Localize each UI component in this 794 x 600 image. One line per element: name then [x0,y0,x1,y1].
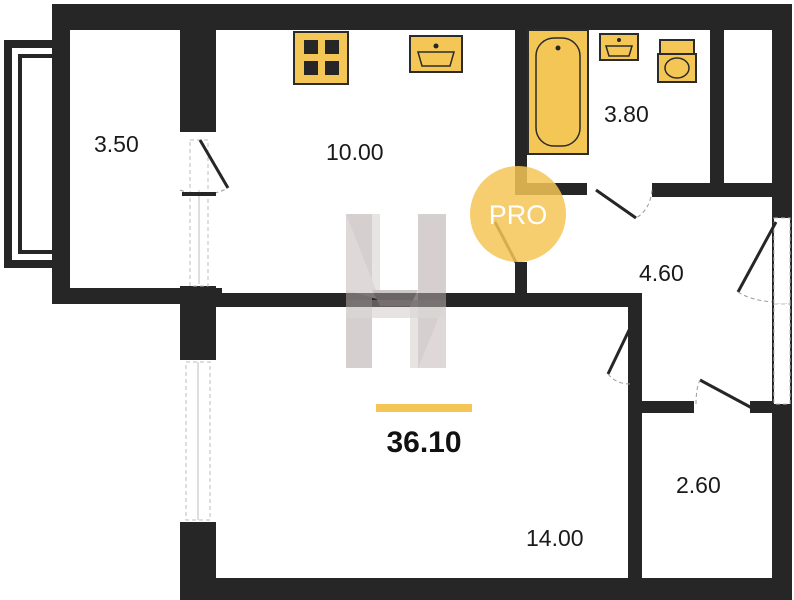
wall-bath-shaft [710,4,724,194]
pro-badge: PRO [470,166,566,262]
door-balcony-sill [182,192,216,196]
windows [185,139,791,521]
door-closet-arc [695,379,701,405]
wall-balcony-bottom [52,288,222,304]
wall-closet-top-left [628,401,694,413]
door-closet-leaf [699,378,753,410]
door-entrance-leaf [736,221,778,293]
total-area-value: 36.10 [386,426,461,459]
pro-badge-text: PRO [489,200,548,230]
wall-top [52,4,792,30]
kitchen-sink-icon [409,35,463,73]
wall-bath-bottom-right [652,183,772,197]
wall-bottom [180,578,792,600]
wall-living-left-upper [180,286,216,360]
room-label-closet: 2.60 [676,472,721,498]
h-logo-watermark [346,214,446,368]
door-entrance-arc [737,291,773,303]
room-label-bathroom: 3.80 [604,101,649,127]
window-right-lower [773,303,791,405]
door-balcony-leaf [198,139,230,189]
balcony-railing [4,40,52,268]
toilet-icon [657,39,697,83]
bathtub-icon [527,29,589,155]
door-balcony-arc [179,187,229,195]
room-label-living-room: 14.00 [526,525,584,551]
window-right-hall [773,217,791,305]
walls [52,4,792,600]
wall-kitchen-bath [515,4,527,186]
washbasin-icon [599,33,639,61]
room-label-balcony: 3.50 [94,131,139,157]
door-bath-leaf [595,188,637,220]
balcony-rail-glass-inner [22,58,52,250]
door-living-arc [607,373,631,385]
total-area: 36.10 [376,404,472,459]
room-label-hallway: 4.60 [639,260,684,286]
wall-balcony-left [52,4,70,304]
wall-kitchen-hall-stub [515,262,527,296]
room-labels: 3.50 10.00 3.80 4.60 14.00 2.60 [94,101,721,551]
wall-closet-top-right [750,401,774,413]
door-bath-arc [635,189,653,219]
room-label-kitchen: 10.00 [326,139,384,165]
pro-badge-circle [470,166,566,262]
total-area-underline [376,404,472,412]
wall-hall-living [628,293,642,593]
stove-icon [293,31,349,85]
door-living-leaf [606,323,634,375]
wall-balcony-kitchen-upper [180,4,216,132]
doors [179,139,778,410]
